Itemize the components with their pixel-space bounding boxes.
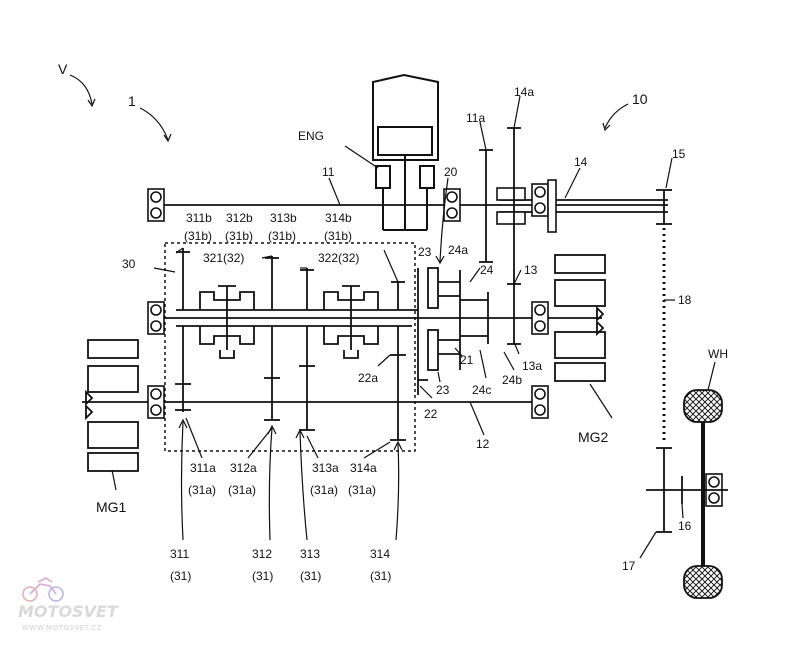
label-313a: 313a xyxy=(312,461,339,475)
label-vehicle: V xyxy=(58,61,68,77)
label-31a-2: (31a) xyxy=(228,483,256,497)
planetary-20 xyxy=(412,267,489,395)
label-314a: 314a xyxy=(350,461,377,475)
label-311a: 311a xyxy=(190,461,216,475)
sync-sleeves xyxy=(199,285,379,359)
label-wh: WH xyxy=(708,347,728,361)
label-31a-4: (31a) xyxy=(348,483,376,497)
watermark-brand: MOTOSVET xyxy=(18,602,119,621)
motor-mg1 xyxy=(85,339,139,472)
label-314b: 314b xyxy=(325,211,352,225)
label-314: 314 xyxy=(370,547,390,561)
label-13a: 13a xyxy=(522,359,542,373)
label-313b: 313b xyxy=(270,211,297,225)
label-mg1: MG1 xyxy=(96,499,127,515)
label-312: 312 xyxy=(252,547,272,561)
label-23-top: 23 xyxy=(418,245,432,259)
label-gear-15: 15 xyxy=(672,147,686,161)
label-31b-3: (31b) xyxy=(268,229,296,243)
label-clutch-20: 20 xyxy=(444,165,458,179)
gears xyxy=(175,248,412,441)
wheel-axle xyxy=(683,389,723,599)
label-24a: 24a xyxy=(448,243,468,257)
label-13: 13 xyxy=(524,263,538,277)
label-unit-10: 10 xyxy=(632,91,648,107)
label-system: 1 xyxy=(128,93,136,109)
wheel-bottom xyxy=(683,565,723,599)
label-31-4: (31) xyxy=(370,569,391,583)
label-16: 16 xyxy=(678,519,692,533)
label-mg2: MG2 xyxy=(578,429,609,445)
gear-towers xyxy=(479,127,521,345)
leader-lines xyxy=(69,74,716,559)
label-311b: 311b xyxy=(186,211,212,225)
label-24: 24 xyxy=(480,263,494,277)
label-sync-322: 322(32) xyxy=(318,251,359,265)
engine xyxy=(372,73,439,231)
label-12: 12 xyxy=(476,437,490,451)
label-24c: 24c xyxy=(472,383,491,397)
label-313: 313 xyxy=(300,547,320,561)
housing-30 xyxy=(164,242,416,452)
label-312a: 312a xyxy=(230,461,257,475)
clutch-14 xyxy=(496,179,557,233)
label-18: 18 xyxy=(678,293,692,307)
label-gear-11a: 11a xyxy=(466,111,485,125)
label-31-1: (31) xyxy=(170,569,191,583)
label-31b-4: (31b) xyxy=(324,229,352,243)
label-31-2: (31) xyxy=(252,569,273,583)
label-shaft-11: 11 xyxy=(322,165,335,179)
watermark: MOTOSVET WWW.MOTOSVET.CZ xyxy=(18,577,119,632)
label-23-bot: 23 xyxy=(436,383,450,397)
label-24b: 24b xyxy=(502,373,522,387)
label-311: 311 xyxy=(170,547,189,561)
label-housing-30: 30 xyxy=(122,257,136,271)
motorbike-logo xyxy=(22,577,64,602)
label-31b-1: (31b) xyxy=(184,229,212,243)
label-engine: ENG xyxy=(298,129,324,143)
label-31-3: (31) xyxy=(300,569,321,583)
label-22a: 22a xyxy=(358,371,378,385)
labels: V 1 10 ENG 11 11a 14a 14 15 20 30 311b 3… xyxy=(58,61,728,583)
motor-mg2 xyxy=(554,254,606,382)
label-22: 22 xyxy=(424,407,438,421)
gear-15 xyxy=(656,189,672,225)
label-gear-14a: 14a xyxy=(514,85,534,99)
label-shaft-14: 14 xyxy=(574,155,588,169)
label-31b-2: (31b) xyxy=(225,229,253,243)
label-21: 21 xyxy=(460,353,474,367)
label-312b: 312b xyxy=(226,211,253,225)
label-31a-3: (31a) xyxy=(310,483,338,497)
label-31a-1: (31a) xyxy=(188,483,216,497)
watermark-url: WWW.MOTOSVET.CZ xyxy=(22,624,102,632)
wheel-top xyxy=(683,389,723,423)
label-sync-321: 321(32) xyxy=(203,251,244,265)
label-17: 17 xyxy=(622,559,636,573)
final-drive xyxy=(646,447,728,533)
